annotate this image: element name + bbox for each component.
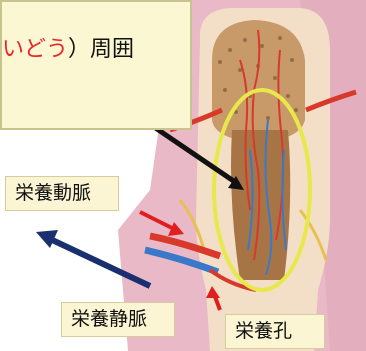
label-nutrient-foramen: 栄養孔 [225, 314, 325, 349]
callout-text: いどう）周囲 [2, 31, 134, 63]
callout-box: いどう）周囲 [0, 0, 192, 130]
label-nutrient-artery: 栄養動脈 [5, 176, 119, 211]
label-nutrient-vein: 栄養静脈 [61, 302, 175, 337]
callout-text-black: ）周囲 [68, 37, 134, 62]
callout-text-red: いどう [2, 37, 68, 62]
